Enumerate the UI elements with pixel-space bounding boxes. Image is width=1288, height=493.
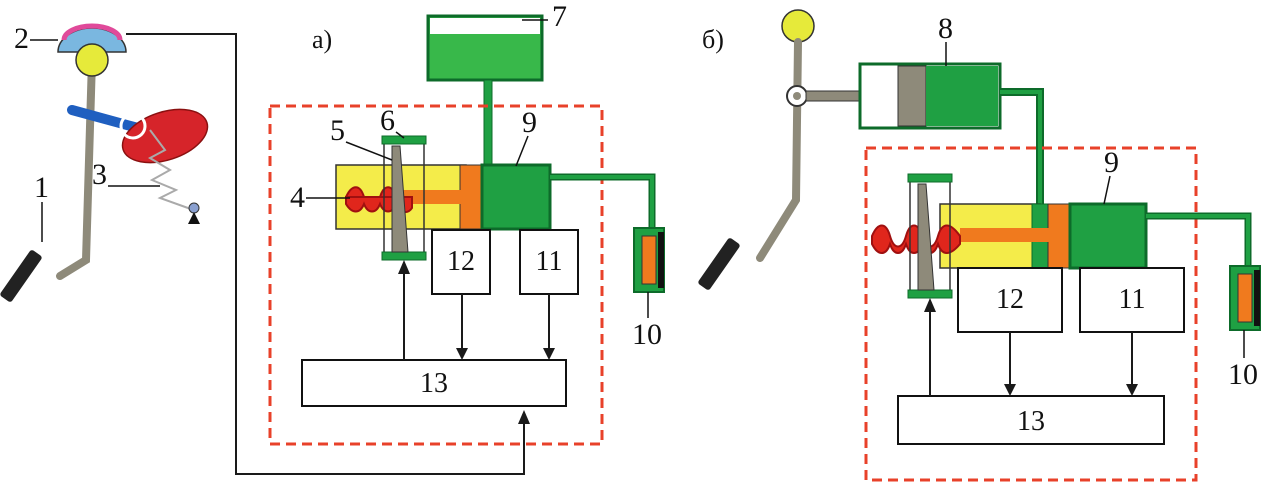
piston-rod-b xyxy=(960,228,1050,242)
pedal-b-pad xyxy=(698,238,740,290)
box-12-b-label: 12 xyxy=(996,284,1024,315)
box-12-a xyxy=(431,229,491,295)
brake-disc-a xyxy=(658,232,664,288)
diaphragm-b xyxy=(917,183,935,291)
panel-a: а) 7 12 11 xyxy=(268,0,665,446)
callout-6: 6 xyxy=(380,104,395,137)
sensor-ring xyxy=(119,112,147,140)
callout-10-b: 10 xyxy=(1228,358,1258,391)
box-11-a-label: 11 xyxy=(536,246,563,277)
diaphragm-a xyxy=(391,145,409,253)
frame-top-a xyxy=(381,135,427,145)
box-13-a-label: 13 xyxy=(420,368,448,399)
callout-8: 8 xyxy=(938,12,953,45)
pedal-b-top xyxy=(781,9,815,43)
control-unit-boundary-b xyxy=(864,146,1198,482)
callout-10-a: 10 xyxy=(632,318,662,351)
spring-mount xyxy=(188,212,200,224)
box-11-b xyxy=(1079,267,1185,333)
frame-bottom-b xyxy=(907,289,953,299)
pedal-pivot xyxy=(75,43,109,77)
box-12-b xyxy=(957,267,1063,333)
box-11-b-label: 11 xyxy=(1119,284,1146,315)
callout-7: 7 xyxy=(552,0,567,33)
piston-a xyxy=(459,164,483,230)
callout-1: 1 xyxy=(34,171,49,204)
simulator-piston xyxy=(897,65,927,127)
callout-9-b: 9 xyxy=(1104,146,1119,179)
pedal-b-lever xyxy=(756,38,802,262)
force-sensor xyxy=(121,108,209,164)
sensor-dome-band xyxy=(61,23,123,41)
panel-a-label: а) xyxy=(312,25,332,54)
pedal-pad xyxy=(0,250,42,302)
piston-rod-a xyxy=(400,190,462,204)
callout-2: 2 xyxy=(14,22,29,55)
spring-anchor xyxy=(188,202,200,214)
master-cylinder-a xyxy=(480,163,552,231)
bellows-b xyxy=(871,224,961,254)
pedal-assembly-left: 2 1 3 xyxy=(0,22,209,302)
reservoir-air xyxy=(430,18,540,34)
callout-3: 3 xyxy=(92,158,107,191)
sensor-arm xyxy=(67,105,143,133)
brake-disc-b xyxy=(1254,270,1260,326)
box-13-b-label: 13 xyxy=(1017,406,1045,437)
box-13-b xyxy=(897,395,1165,445)
callout-9-a: 9 xyxy=(522,106,537,139)
frame-bottom-a xyxy=(381,251,427,261)
return-spring xyxy=(147,129,189,209)
frame-top-b xyxy=(907,173,953,183)
simulator-pipe xyxy=(1000,88,1044,208)
brake-pad-a xyxy=(641,235,657,285)
panel-b-label: б) xyxy=(702,25,724,54)
simulator-fluid xyxy=(926,66,998,126)
callout-4: 4 xyxy=(290,181,305,214)
box-12-a-label: 12 xyxy=(447,246,475,277)
callout-5: 5 xyxy=(330,114,345,147)
panel-b: б) 8 xyxy=(698,9,1261,482)
reservoir-pipe xyxy=(483,79,493,171)
master-cylinder-b xyxy=(1068,202,1148,270)
sensor-wire xyxy=(126,33,525,475)
control-unit-boundary-a xyxy=(268,104,604,446)
pedal-lever xyxy=(56,56,96,280)
piston-b xyxy=(1047,203,1071,269)
brake-pad-b xyxy=(1237,273,1253,323)
box-13-a xyxy=(301,359,567,407)
